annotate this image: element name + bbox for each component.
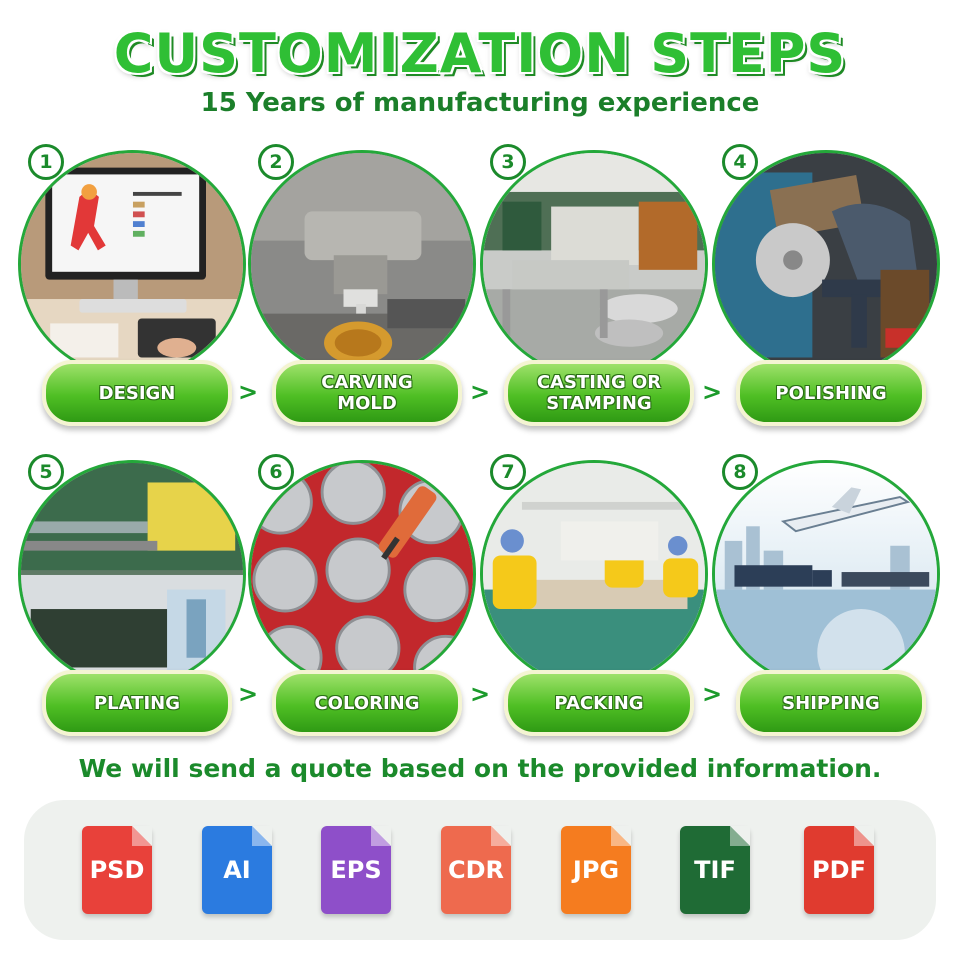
step-label: PLATING xyxy=(42,670,232,736)
arrow-icon: > xyxy=(470,680,491,708)
step-number: 1 xyxy=(28,144,64,180)
page-title: CUSTOMIZATION STEPS xyxy=(113,22,847,85)
packing-workers-photo xyxy=(480,460,708,688)
format-label: EPS xyxy=(330,856,382,884)
step-number: 3 xyxy=(490,144,526,180)
step-label: SHIPPING xyxy=(736,670,926,736)
file-format-panel: PSD AI EPS CDR JPG TIF PDF xyxy=(24,800,936,940)
step-number: 7 xyxy=(490,454,526,490)
arrow-icon: > xyxy=(238,680,259,708)
step-label: COLORING xyxy=(272,670,462,736)
format-label: AI xyxy=(223,856,251,884)
format-label: PSD xyxy=(89,856,145,884)
step-label: CARVING MOLD xyxy=(272,360,462,426)
psd-file-icon: PSD xyxy=(82,826,152,914)
arrow-icon: > xyxy=(470,378,491,406)
step-number: 2 xyxy=(258,144,294,180)
step-plating: 5 PLATING xyxy=(18,454,250,760)
step-label: PACKING xyxy=(504,670,694,736)
arrow-icon: > xyxy=(702,680,723,708)
format-label: TIF xyxy=(694,856,736,884)
arrow-icon: > xyxy=(238,378,259,406)
polishing-worker-photo xyxy=(712,150,940,378)
step-label: CASTING OR STAMPING xyxy=(504,360,694,426)
step-number: 8 xyxy=(722,454,758,490)
step-label: POLISHING xyxy=(736,360,926,426)
tif-file-icon: TIF xyxy=(680,826,750,914)
format-label: JPG xyxy=(572,856,620,884)
jpg-file-icon: JPG xyxy=(561,826,631,914)
coin-coloring-photo xyxy=(248,460,476,688)
step-number: 6 xyxy=(258,454,294,490)
designer-computer-photo xyxy=(18,150,246,378)
ai-file-icon: AI xyxy=(202,826,272,914)
format-label: PDF xyxy=(812,856,866,884)
shipping-transport-photo xyxy=(712,460,940,688)
arrow-icon: > xyxy=(702,378,723,406)
format-label: CDR xyxy=(447,856,504,884)
plating-line-photo xyxy=(18,460,246,688)
step-casting-stamping: 3 CASTING OR STAMPING xyxy=(480,144,712,450)
factory-machine-photo xyxy=(480,150,708,378)
eps-file-icon: EPS xyxy=(321,826,391,914)
step-number: 5 xyxy=(28,454,64,490)
quote-message: We will send a quote based on the provid… xyxy=(78,754,882,783)
step-label: DESIGN xyxy=(42,360,232,426)
step-carving-mold: 2 CARVING MOLD xyxy=(248,144,480,450)
step-packing: 7 PACKING xyxy=(480,454,712,760)
page-subtitle: 15 Years of manufacturing experience xyxy=(200,88,760,118)
step-number: 4 xyxy=(722,144,758,180)
step-design: 1 DESIGN xyxy=(18,144,250,450)
step-polishing: 4 POLISHING xyxy=(712,144,944,450)
cnc-carving-photo xyxy=(248,150,476,378)
step-coloring: 6 COLORING xyxy=(248,454,480,760)
pdf-file-icon: PDF xyxy=(804,826,874,914)
cdr-file-icon: CDR xyxy=(441,826,511,914)
step-shipping: 8 SHIPPING xyxy=(712,454,944,760)
